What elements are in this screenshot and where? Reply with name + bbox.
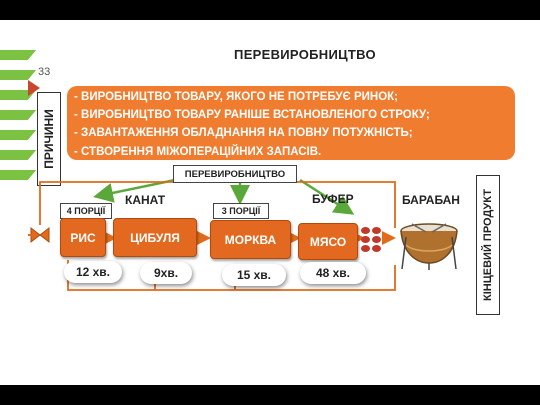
- step-rice: РИС: [60, 218, 106, 257]
- reason-item: - СТВОРЕННЯ МІЖОПЕРАЦІЙНИХ ЗАПАСІВ.: [74, 146, 322, 158]
- reason-item: - ВИРОБНИЦТВО ТОВАРУ, ЯКОГО НЕ ПОТРЕБУЄ …: [74, 91, 398, 103]
- slide: ПЕРЕВИРОБНИЦТВО 33 ПРИЧИНИ - ВИРОБНИЦТВО…: [0, 20, 540, 385]
- rope-label: КАНАТ: [125, 193, 166, 207]
- time-badge: 9хв.: [140, 262, 192, 284]
- buffer-item: [372, 227, 381, 234]
- buffer-item: [361, 227, 370, 234]
- buffer-item: [361, 245, 370, 252]
- batch-tag: 4 ПОРЦІЇ: [60, 203, 112, 219]
- batch-tag: 3 ПОРЦІЇ: [213, 203, 269, 219]
- buffer-item: [372, 236, 381, 243]
- reason-item: - ЗАВАНТАЖЕННЯ ОБЛАДНАННЯ НА ПОВНУ ПОТУЖ…: [74, 127, 413, 139]
- buffer-label: БУФЕР: [312, 192, 354, 206]
- time-badge: 12 хв.: [64, 261, 122, 283]
- reasons-label: ПРИЧИНИ: [37, 92, 61, 186]
- time-badge: 48 хв.: [300, 262, 366, 284]
- buffer-item: [372, 245, 381, 252]
- reasons-box: [67, 86, 515, 160]
- buffer-item: [361, 236, 370, 243]
- step-carrot: МОРКВА: [210, 220, 291, 259]
- time-badge: 15 хв.: [222, 264, 286, 286]
- drum-icon: [400, 223, 458, 270]
- page-number: 33: [38, 66, 51, 78]
- step-onion: ЦИБУЛЯ: [113, 218, 197, 257]
- reason-item: - ВИРОБНИЦТВО ТОВАРУ РАНІШЕ ВСТАНОВЛЕНОГ…: [74, 109, 430, 121]
- final-product-label: КІНЦЕВИЙ ПРОДУКТ: [476, 175, 500, 315]
- final-product-text: КІНЦЕВИЙ ПРОДУКТ: [482, 189, 494, 301]
- step-meat: МЯСО: [298, 223, 358, 260]
- slide-title: ПЕРЕВИРОБНИЦТВО: [234, 47, 376, 62]
- overproduction-label: ПЕРЕВИРОБНИЦТВО: [173, 165, 297, 183]
- drum-label: БАРАБАН: [402, 193, 460, 207]
